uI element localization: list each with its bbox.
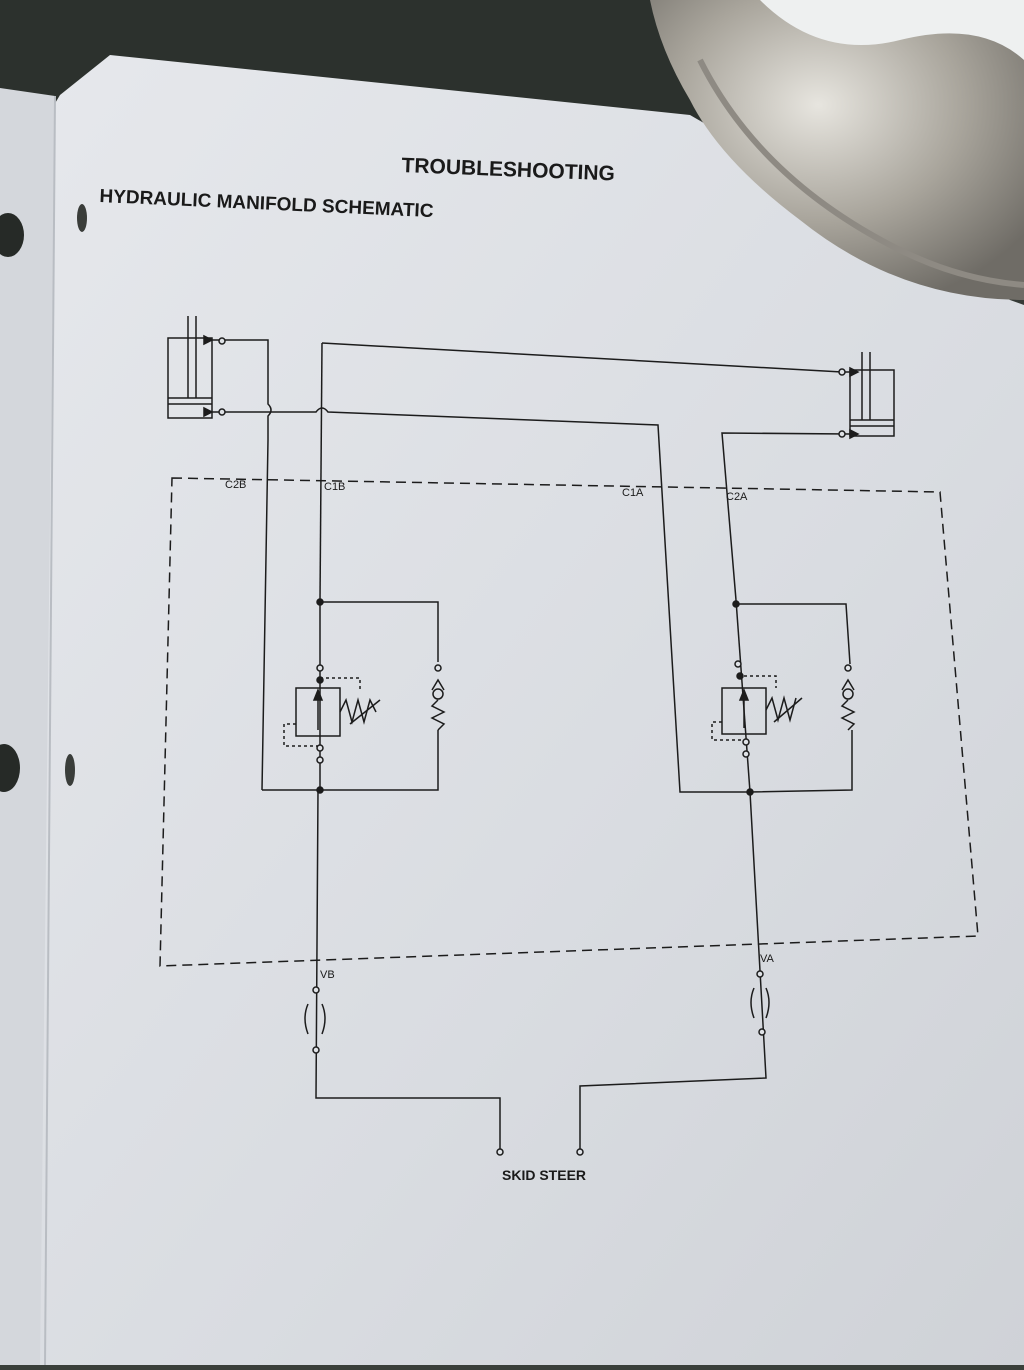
left-cylinder [167,316,214,419]
binder-hole-middle [0,744,20,792]
metal-cylinder-object [650,0,1024,300]
right-cylinder [849,352,895,440]
port-label-c1a: C1A [622,487,644,499]
port-label-c2b: C2B [225,479,246,491]
skid-steer-label: SKID STEER [502,1167,586,1183]
manifold-boundary [159,477,979,967]
binder-hole-top [0,213,24,257]
left-valve-group [262,598,446,794]
port-label-c1b: C1B [324,481,345,493]
schematic-diagram [159,316,979,1156]
port-label-vb: VB [320,969,335,981]
right-valve-group [711,599,856,796]
port-label-va: VA [760,953,775,965]
port-label-c2a: C2A [726,491,748,503]
paper-sheet [30,55,1024,1365]
